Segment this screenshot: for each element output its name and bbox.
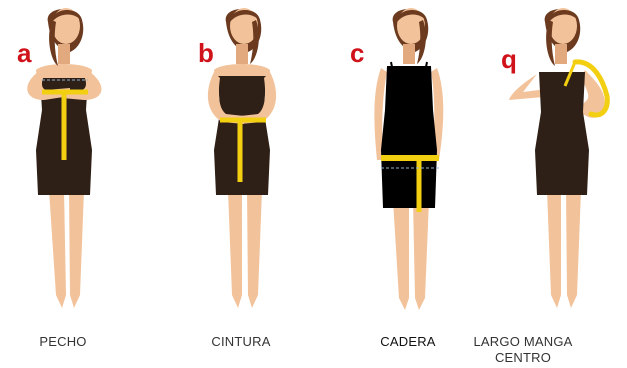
caption-pecho: PECHO bbox=[0, 334, 138, 350]
panel-waist: b CINTURA bbox=[170, 0, 320, 368]
caption-cintura: CINTURA bbox=[166, 334, 316, 350]
caption-cadera: CADERA bbox=[333, 334, 483, 350]
figure-waist-illustration bbox=[170, 0, 320, 330]
figure-sleeve-illustration bbox=[475, 0, 627, 330]
panel-chest: a PECHO bbox=[0, 0, 150, 368]
panel-sleeve: q LARGO MANGA CENTRO bbox=[475, 0, 625, 368]
panel-hip: c CADERA bbox=[335, 0, 485, 368]
caption-largo-manga-centro: LARGO MANGA CENTRO bbox=[473, 334, 573, 366]
figure-chest-illustration bbox=[0, 0, 150, 330]
figure-hip-illustration bbox=[335, 0, 485, 330]
